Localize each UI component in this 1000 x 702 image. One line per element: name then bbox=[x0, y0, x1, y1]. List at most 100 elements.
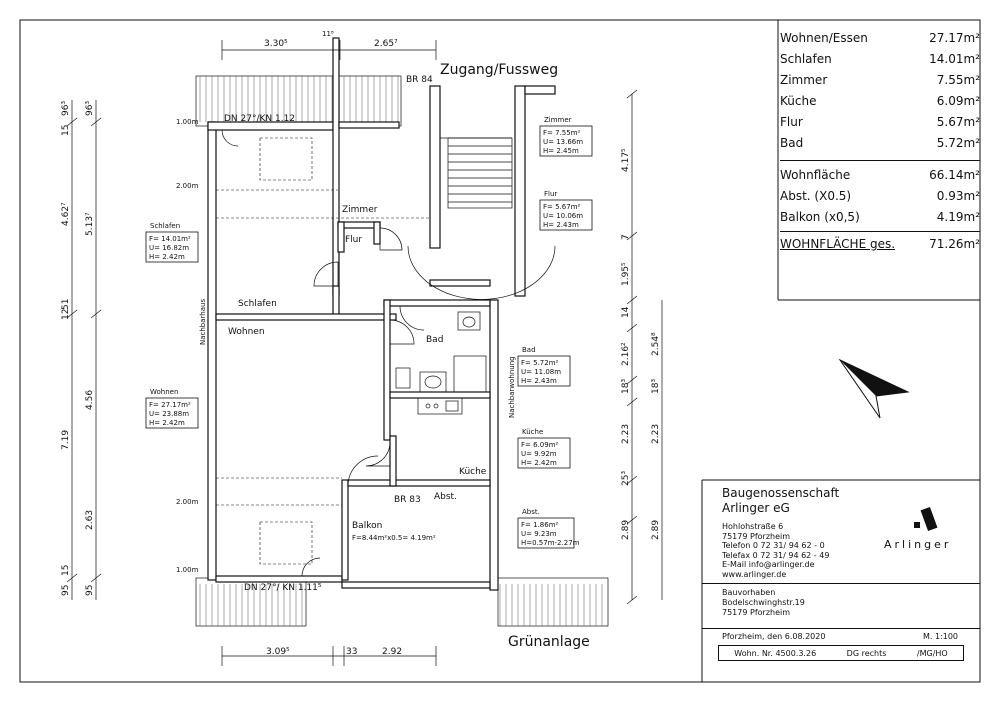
project-line: Bodelschwinghstr.19 bbox=[722, 598, 805, 607]
page-frame bbox=[19, 19, 981, 683]
address-line: Telefax 0 72 31/ 94 62 - 49 bbox=[722, 550, 830, 560]
dim-right-outer: 18³ bbox=[621, 379, 631, 394]
dim-left-inner: 5.13⁷ bbox=[85, 212, 95, 236]
street-bottom-label: Grünanlage bbox=[508, 634, 590, 650]
area-box-title: Abst. bbox=[522, 508, 540, 516]
arlinger-logo-icon bbox=[914, 506, 938, 532]
dim-left-outer: 15 bbox=[61, 125, 71, 136]
area-box-title: Schlafen bbox=[150, 222, 180, 230]
area-box-F: F= 6.09m² bbox=[521, 441, 559, 449]
dimension-lines bbox=[66, 40, 663, 666]
area-box-U: U= 23.88m bbox=[149, 410, 189, 418]
dim-top-2: 11⁸ bbox=[322, 30, 334, 38]
address-line: 75179 Pforzheim bbox=[722, 531, 791, 541]
dim-left-inner: 2.63 bbox=[85, 510, 95, 530]
area-box-H: H= 2.43m bbox=[543, 221, 579, 229]
dim-right-outer: 25³ bbox=[621, 471, 631, 486]
level-label-2: 2.00m bbox=[176, 182, 199, 190]
north-arrow-icon bbox=[838, 358, 910, 419]
dn-bottom-label: DN 27°/ KN 1.11⁵ bbox=[244, 583, 322, 593]
plan-date: Pforzheim, den 6.08.2020 bbox=[722, 632, 826, 641]
dim-bottom-2: 33 bbox=[346, 647, 357, 657]
dim-left-outer: 15 bbox=[61, 565, 71, 576]
area-box-title: Wohnen bbox=[150, 388, 178, 396]
level-lines bbox=[216, 189, 430, 506]
area-box-H: H= 2.42m bbox=[149, 253, 185, 261]
level-label-3: 2.00m bbox=[176, 498, 199, 506]
dim-left-outer: 7.19 bbox=[61, 430, 71, 450]
dim-right-inner: 2.89 bbox=[651, 520, 661, 540]
area-box-F: F= 1.86m² bbox=[521, 521, 559, 529]
summary-abst: Abst. (X0.5)0.93m² bbox=[780, 189, 980, 203]
staircase bbox=[440, 137, 513, 209]
project-line: Bauvorhaben bbox=[722, 588, 776, 597]
area-box-title: Bad bbox=[522, 346, 536, 354]
nachbarwohnung-label: Nachbarwohnung bbox=[508, 356, 516, 418]
floor-label: DG rechts bbox=[846, 648, 887, 658]
area-box-F: F= 5.67m² bbox=[543, 203, 581, 211]
area-box-U: U= 9.23m bbox=[521, 530, 557, 538]
dim-right-outer: 7 bbox=[621, 234, 631, 240]
summary-total: WOHNFLÄCHE ges.71.26m² bbox=[780, 237, 980, 251]
kitchen-counter bbox=[417, 397, 463, 415]
dim-right-outer: 14 bbox=[621, 306, 631, 318]
area-box-U: U= 16.82m bbox=[149, 244, 189, 252]
balkon-area-label: F=8.44m²x0.5= 4.19m² bbox=[352, 534, 436, 542]
wohnung-number: Wohn. Nr. 4500.3.26 bbox=[734, 648, 817, 658]
br84-label: BR 84 bbox=[406, 75, 433, 85]
roof-hatch-bottom bbox=[195, 577, 609, 627]
walls bbox=[207, 37, 556, 591]
area-box-title: Flur bbox=[544, 190, 557, 198]
dim-left-outer: 4.62⁷ bbox=[61, 202, 71, 226]
area-box-F: F= 14.01m² bbox=[149, 235, 191, 243]
dim-right-inner: 2.54⁸ bbox=[651, 332, 661, 356]
dim-right-inner: 2.23 bbox=[651, 424, 661, 444]
area-box-U: U= 11.08m bbox=[521, 368, 561, 376]
area-box-U: U= 10.06m bbox=[543, 212, 583, 220]
room-balkon: Balkon bbox=[352, 521, 382, 531]
doors bbox=[221, 129, 556, 577]
company-name-1: Baugenossenschaft bbox=[722, 486, 840, 500]
room-bad: Bad bbox=[426, 335, 443, 345]
dim-right-outer: 4.17⁵ bbox=[621, 148, 631, 172]
nachbarhaus-label: Nachbarhaus bbox=[199, 299, 207, 345]
area-box-F: F= 7.55m² bbox=[543, 129, 581, 137]
title-block: Baugenossenschaft Arlinger eG Hohlohstra… bbox=[702, 486, 980, 678]
dim-left-inner: 4.56 bbox=[85, 390, 95, 410]
area-box-H: H= 2.42m bbox=[149, 419, 185, 427]
address-line: www.arlinger.de bbox=[722, 569, 787, 579]
area-box-U: U= 9.92m bbox=[521, 450, 557, 458]
room-schlafen: Schlafen bbox=[238, 299, 277, 309]
dim-left-outer: 12 bbox=[61, 309, 71, 320]
area-box-F: F= 5.72m² bbox=[521, 359, 559, 367]
street-top-label: Zugang/Fussweg bbox=[440, 62, 558, 78]
area-box-title: Zimmer bbox=[544, 116, 572, 124]
dim-right-outer: 2.89 bbox=[621, 520, 631, 540]
area-box-H: H= 2.43m bbox=[521, 377, 557, 385]
dim-left-inner: 95 bbox=[61, 585, 71, 596]
dim-right-outer: 2.16² bbox=[621, 342, 631, 366]
room-kueche: Küche bbox=[459, 467, 487, 477]
dim-right-inner: 18³ bbox=[651, 379, 661, 394]
room-wohnen: Wohnen bbox=[228, 327, 265, 337]
dim-bottom-3: 2.92 bbox=[382, 647, 402, 657]
bathroom-fixtures bbox=[395, 311, 487, 393]
company-name-2: Arlinger eG bbox=[722, 501, 790, 515]
dim-right-outer: 2.23 bbox=[621, 424, 631, 444]
room-flur: Flur bbox=[345, 235, 362, 245]
